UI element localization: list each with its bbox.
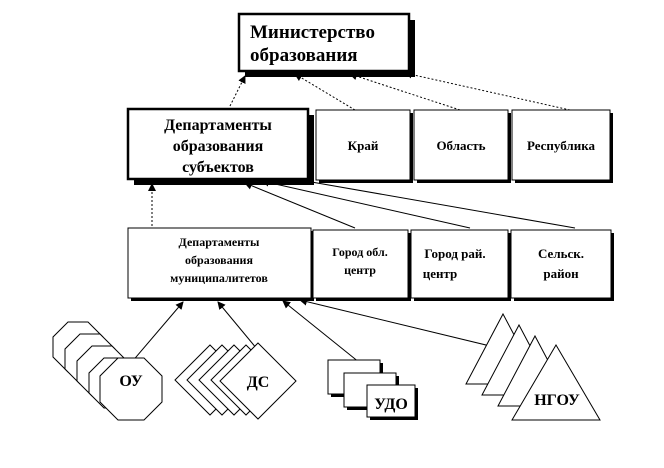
node-oblast: Область <box>413 109 511 183</box>
dept-subjects-line-1: Департаменты <box>164 117 272 134</box>
node-dept-municipal: Департаменты образования муниципалитетов <box>127 227 314 301</box>
node-republic: Республика <box>511 109 613 183</box>
node-city-obl: Город обл. центр <box>312 229 411 301</box>
rural-line-2: район <box>543 266 579 281</box>
group-ou: ОУ <box>52 321 163 421</box>
ministry-line-1: Министерство <box>250 22 375 43</box>
udo-rect-front <box>366 384 416 418</box>
arrow-city-obl-to-dept-subjects <box>244 181 356 229</box>
oblast-label: Область <box>436 138 485 153</box>
node-city-rai: Город рай. центр <box>410 229 511 301</box>
ngou-label: НГОУ <box>534 392 580 409</box>
node-krai: Край <box>315 109 413 183</box>
node-dept-subjects: Департаменты образования субъектов <box>126 107 314 185</box>
ds-label: ДС <box>247 374 270 391</box>
udo-label: УДО <box>374 396 408 413</box>
arrow-city-rai-to-dept-subjects <box>261 178 471 229</box>
group-udo: УДО <box>327 359 418 420</box>
dept-municipal-line-1: Департаменты <box>179 235 261 249</box>
ou-label: ОУ <box>119 373 143 390</box>
dept-municipal-line-2: образования <box>185 253 253 267</box>
krai-label: Край <box>348 138 379 153</box>
arrow-krai-to-ministry <box>294 73 356 111</box>
city-rai-line-2: центр <box>423 266 458 281</box>
city-obl-line-1: Город обл. <box>332 245 387 259</box>
arrow-oblast-to-ministry <box>349 72 461 111</box>
republic-label: Республика <box>527 138 596 153</box>
dept-municipal-line-3: муниципалитетов <box>170 271 268 285</box>
arrow-republic-to-ministry <box>404 70 571 111</box>
ou-octagon-front <box>99 357 163 421</box>
arrow-rural-to-dept-subjects <box>299 177 576 229</box>
city-obl-line-2: центр <box>344 263 376 277</box>
dept-subjects-line-2: образования <box>173 138 264 155</box>
node-rural: Сельск. район <box>510 229 614 301</box>
rural-line-1: Сельск. <box>538 246 584 261</box>
city-rai-line-1: Город рай. <box>424 246 485 261</box>
group-ds: ДС <box>174 342 297 420</box>
ds-diamond-front <box>219 342 297 420</box>
ngou-triangle-front <box>511 344 601 421</box>
group-ngou: НГОУ <box>465 312 601 421</box>
arrow-dept-subjects-to-ministry <box>229 75 246 107</box>
ministry-line-2: образования <box>250 45 358 66</box>
dept-subjects-line-3: субъектов <box>182 159 254 176</box>
node-ministry: Министерство образования <box>237 12 415 77</box>
